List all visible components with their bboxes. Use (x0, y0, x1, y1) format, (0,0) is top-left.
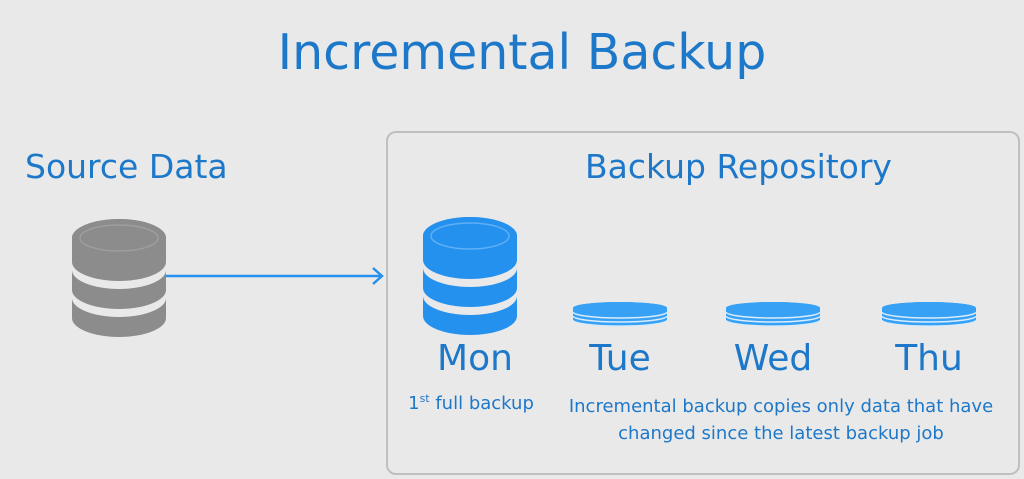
full-backup-note: 1st full backup (391, 393, 551, 414)
incremental-note-line-1: Incremental backup copies only data that… (568, 396, 994, 417)
full-backup-note-number: 1 (408, 393, 420, 414)
incremental-disk-tue-icon (572, 302, 668, 327)
full-backup-database-icon (423, 217, 517, 335)
incremental-disk-wed-icon (725, 302, 821, 327)
day-label-thu: Thu (895, 338, 963, 379)
full-backup-note-ordinal: st (419, 392, 430, 405)
backup-repository-box (386, 131, 1020, 475)
source-data-label: Source Data (25, 147, 228, 186)
backup-repository-label: Backup Repository (585, 147, 892, 186)
page-title: Incremental Backup (277, 24, 767, 81)
incremental-backup-note: Incremental backup copies only data that… (556, 393, 1006, 447)
full-backup-note-text: full backup (429, 393, 534, 414)
day-label-tue: Tue (589, 338, 651, 379)
source-database-icon (72, 219, 166, 337)
incremental-note-line-2: changed since the latest backup job (618, 423, 944, 444)
backup-arrow-icon (166, 267, 384, 285)
incremental-disk-thu-icon (881, 302, 977, 327)
day-label-wed: Wed (733, 338, 813, 379)
day-label-mon: Mon (437, 338, 513, 379)
